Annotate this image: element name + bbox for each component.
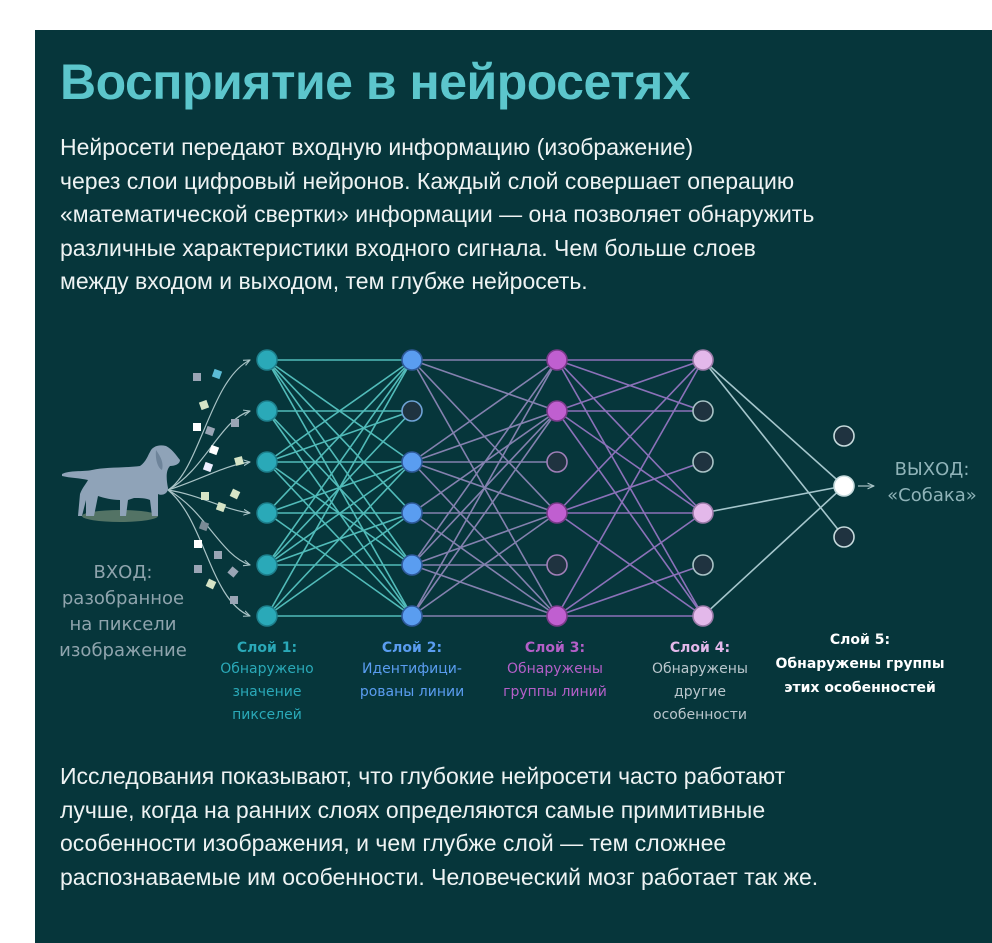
input-label: ВХОД: разобранное на пиксели изображение xyxy=(48,560,198,664)
layer-desc: Идентифици- xyxy=(362,661,462,677)
connections-layer4-layer5 xyxy=(702,359,845,617)
layer-heading: Слой 5: xyxy=(829,632,891,648)
intro-line: между входом и выходом, тем глубже нейро… xyxy=(60,268,588,294)
output-label: ВЫХОД: «Собака» xyxy=(872,457,992,509)
layer-2-nodes xyxy=(401,349,423,627)
connections-layer3-layer4 xyxy=(556,359,704,617)
intro-line: Нейросети передают входную информацию (и… xyxy=(60,134,694,160)
layer-desc: Обнаружены группы xyxy=(775,656,945,672)
layer-1-nodes xyxy=(256,349,278,627)
output-label-line: «Собака» xyxy=(887,485,977,506)
layer-5-nodes xyxy=(833,425,855,548)
layer-desc: особенности xyxy=(653,707,747,723)
layer-desc: другие xyxy=(674,684,726,700)
outro-line: особенности изображения, и чем глубже сл… xyxy=(60,830,727,856)
layer-desc: этих особенностей xyxy=(784,680,936,696)
outro-line: лучше, когда на ранних слоях определяютс… xyxy=(60,796,766,823)
layer-heading: Слой 3: xyxy=(524,640,586,656)
layer-heading: Слой 2: xyxy=(381,640,443,656)
input-label-line: разобранное xyxy=(61,588,185,609)
layer-5-caption: Слой 5: Обнаружены группы этих особеннос… xyxy=(760,628,960,700)
intro-line: «математической свертки» информации — он… xyxy=(60,201,815,227)
input-label-line: ВХОД: xyxy=(93,562,153,583)
layer-desc: пикселей xyxy=(232,707,302,723)
layer-desc: рованы линии xyxy=(359,684,465,700)
intro-line: различные характеристики входного сигнал… xyxy=(60,234,756,261)
layer-4-nodes xyxy=(692,349,714,627)
outro-line: распознаваемые им особенности. Человечес… xyxy=(60,863,819,890)
connections-layer1-layer2 xyxy=(266,359,413,617)
dog-icon xyxy=(62,445,180,522)
outro-line: Исследования показывают, что глубокие не… xyxy=(60,763,786,789)
outro-paragraph: Исследования показывают, что глубокие не… xyxy=(60,760,818,894)
layer-heading: Слой 1: xyxy=(236,640,298,656)
intro-paragraph: Нейросети передают входную информацию (и… xyxy=(60,131,814,299)
output-label-line: ВЫХОД: xyxy=(894,459,970,480)
connections-layer2-layer3 xyxy=(411,359,558,617)
layer-heading: Слой 4: xyxy=(669,640,731,656)
infographic-panel xyxy=(35,30,992,943)
layer-1-caption: Слой 1: Обнаружено значение пикселей xyxy=(197,638,337,727)
layer-3-caption: Слой 3: Обнаружены группы линий xyxy=(485,638,625,704)
pixel-squares xyxy=(193,368,244,604)
input-label-line: на пиксели xyxy=(69,614,177,635)
layer-desc: значение xyxy=(232,684,302,700)
input-label-line: изображение xyxy=(59,640,187,661)
layer-desc: группы линий xyxy=(503,684,607,700)
layer-desc: Обнаружены xyxy=(507,661,603,677)
layer-desc: Обнаружено xyxy=(220,661,314,677)
layer-desc: Обнаружены xyxy=(652,661,748,677)
page-title: Восприятие в нейросетях xyxy=(60,54,691,110)
layer-4-caption: Слой 4: Обнаружены другие особенности xyxy=(630,638,770,727)
layer-2-caption: Слой 2: Идентифици- рованы линии xyxy=(342,638,482,704)
layer-3-nodes xyxy=(546,349,568,627)
intro-line: через слои цифровый нейронов. Каждый сло… xyxy=(60,167,795,194)
